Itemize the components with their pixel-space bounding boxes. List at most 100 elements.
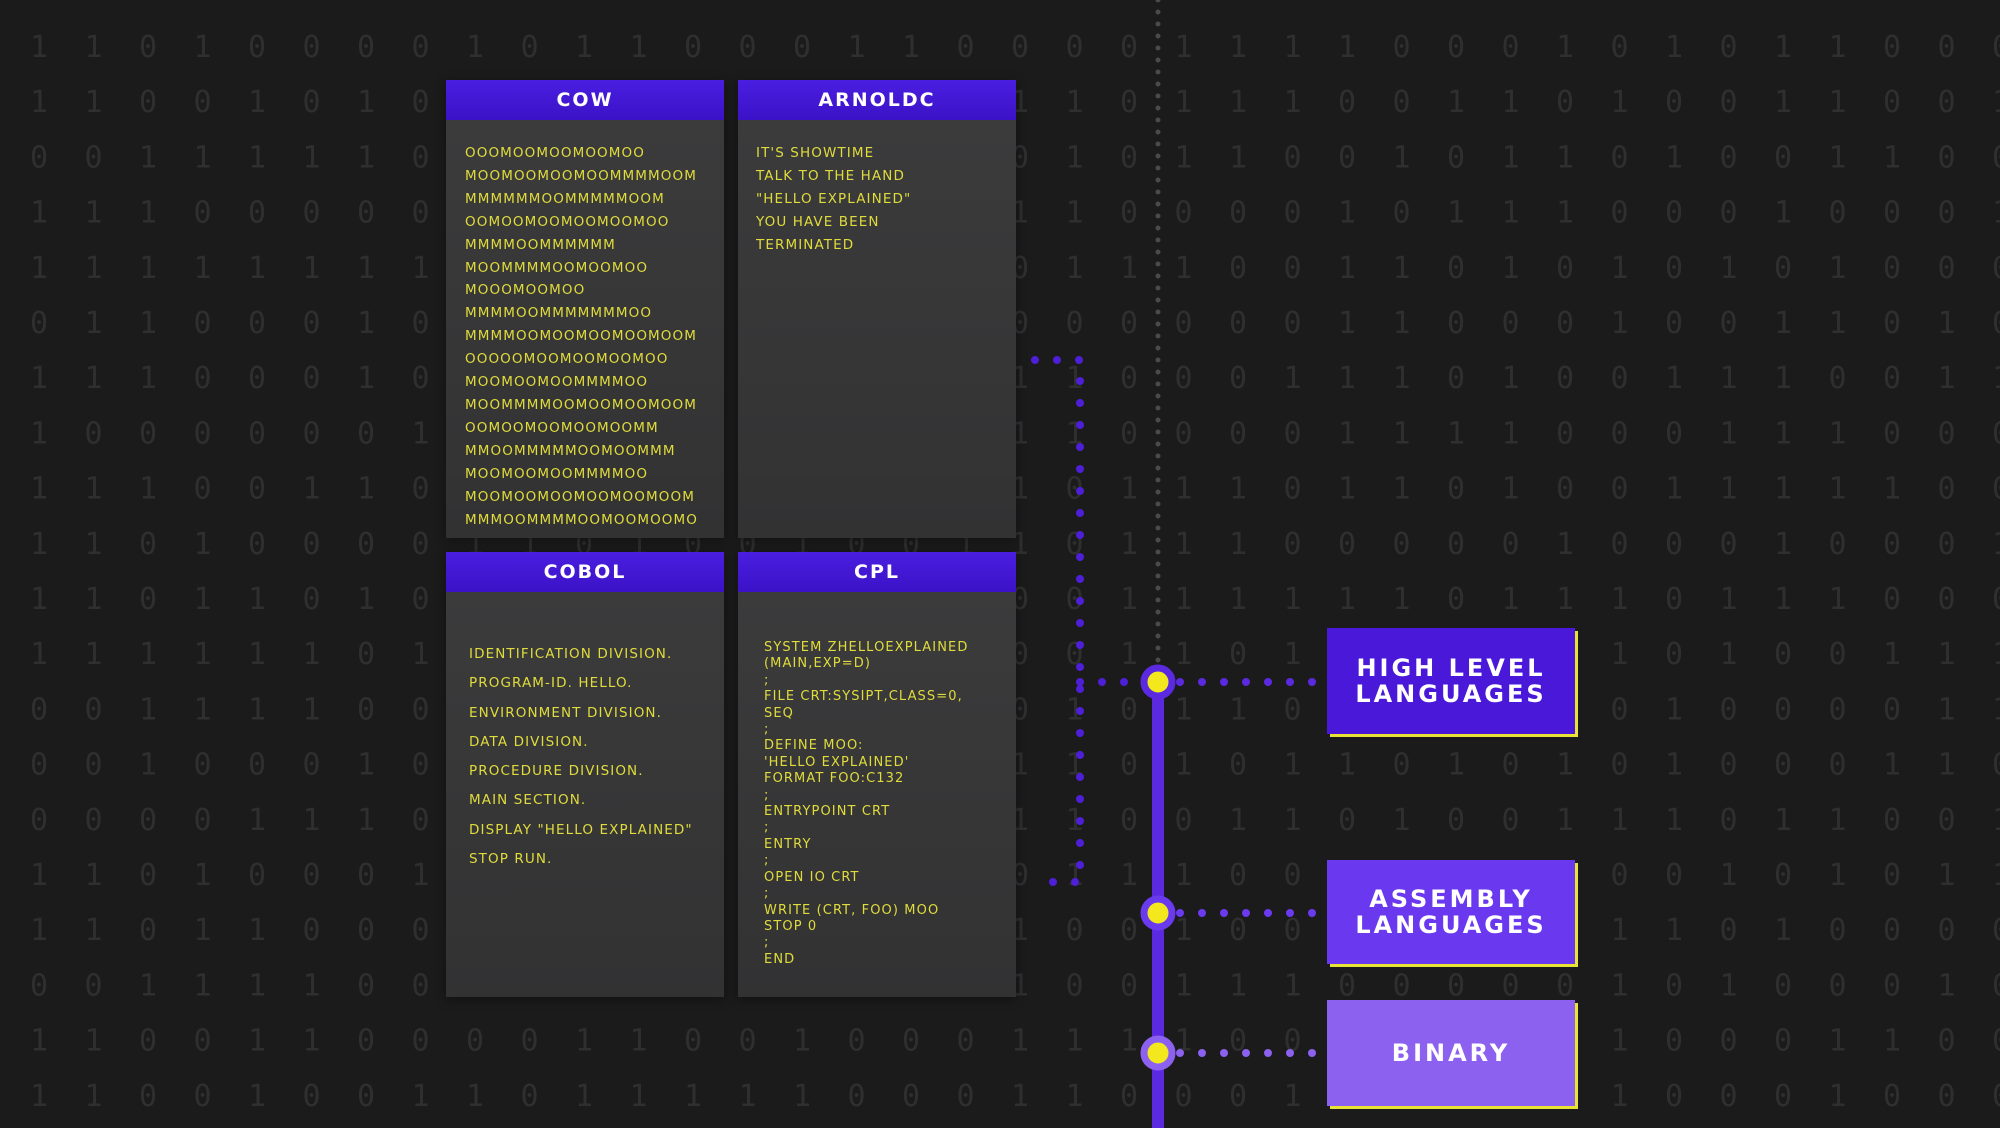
binary-digit: 0 [139,30,157,65]
binary-digit: 1 [412,637,430,672]
binary-digit: 0 [303,416,321,451]
binary-digit: 1 [1393,361,1411,396]
binary-digit: 1 [357,748,375,783]
binary-digit: 0 [139,913,157,948]
binary-digit: 0 [248,527,266,562]
binary-digit: 1 [248,85,266,120]
binary-digit: 0 [194,361,212,396]
binary-digit: 0 [1992,251,2000,286]
binary-digit: 1 [303,140,321,175]
binary-digit: 1 [248,582,266,617]
binary-digit: 0 [357,196,375,231]
binary-digit: 1 [1175,858,1193,893]
cow-code-line: MOOMOOMOOMMMMOO [465,374,649,391]
arnoldc-code-line: TALK TO THE HAND [756,167,905,184]
binary-digit: 1 [30,472,48,507]
binary-digit: 0 [1556,306,1574,341]
binary-digit: 1 [139,968,157,1003]
binary-digit: 0 [1611,30,1629,65]
binary-digit: 0 [1665,858,1683,893]
binary-digit: 1 [1393,251,1411,286]
binary-digit: 0 [412,1024,430,1059]
cow-code-line: OOOOOMOOMOOMOOMOO [465,351,669,368]
binary-digit: 1 [1774,416,1792,451]
binary-digit: 0 [194,1079,212,1114]
binary-digit: 0 [1447,140,1465,175]
binary-digit: 1 [1229,582,1247,617]
binary-digit: 0 [412,968,430,1003]
binary-digit: 1 [1502,361,1520,396]
binary-digit: 0 [357,30,375,65]
binary-digit: 1 [248,140,266,175]
binary-digit: 0 [303,527,321,562]
binary-digit: 1 [1829,472,1847,507]
binary-digit: 0 [684,1024,702,1059]
binary-digit: 0 [248,416,266,451]
binary-digit: 1 [1447,85,1465,120]
binary-digit: 1 [1992,527,2000,562]
binary-digit: 0 [194,472,212,507]
binary-digit: 0 [1938,582,1956,617]
binary-digit: 0 [1720,913,1738,948]
binary-digit: 0 [248,858,266,893]
binary-digit: 1 [1502,85,1520,120]
binary-digit: 0 [1720,803,1738,838]
binary-digit: 0 [194,1024,212,1059]
binary-digit: 0 [1120,968,1138,1003]
binary-digit: 1 [1120,1024,1138,1059]
binary-digit: 0 [1938,30,1956,65]
binary-digit: 0 [85,803,103,838]
binary-digit: 1 [1938,361,1956,396]
binary-digit: 0 [1883,692,1901,727]
binary-digit: 1 [248,803,266,838]
binary-digit: 0 [1829,968,1847,1003]
binary-digit: 0 [1502,748,1520,783]
binary-digit: 0 [1175,416,1193,451]
binary-digit: 1 [357,803,375,838]
binary-digit: 1 [1229,140,1247,175]
binary-digit: 1 [85,472,103,507]
binary-digit: 0 [1720,196,1738,231]
binary-digit: 0 [1447,251,1465,286]
binary-digit: 1 [357,306,375,341]
binary-digit: 0 [1066,30,1084,65]
binary-digit: 1 [793,1079,811,1114]
binary-digit: 1 [1393,416,1411,451]
binary-digit: 1 [85,1079,103,1114]
binary-digit: 0 [1665,196,1683,231]
cow-code-line: MMMMOOMOOMOOMOOMOOM [465,328,697,345]
binary-digit: 0 [1665,1079,1683,1114]
binary-digit: 0 [357,858,375,893]
binary-digit: 1 [1393,140,1411,175]
binary-digit: 0 [1883,251,1901,286]
binary-digit: 0 [1829,196,1847,231]
binary-digit: 1 [1175,85,1193,120]
cpl-code: SYSTEM ZHELLOEXPLAINED(MAIN,EXP=D);FILE … [738,592,1016,968]
binary-digit: 1 [303,637,321,672]
binary-digit: 1 [1992,858,2000,893]
binary-digit: 0 [1774,692,1792,727]
binary-digit: 0 [194,196,212,231]
binary-digit: 0 [1938,416,1956,451]
binary-digit: 1 [1665,913,1683,948]
binary-digit: 0 [1284,913,1302,948]
binary-digit: 1 [1774,472,1792,507]
cow-code-line: MMMMOOMMMMMMMOO [465,305,653,322]
binary-digit: 1 [1720,251,1738,286]
binary-digit: 0 [957,1024,975,1059]
cpl-code-line: ENTRYPOINT CRT [764,804,891,820]
binary-digit: 0 [1120,196,1138,231]
cpl-code-line: WRITE (CRT, FOO) MOO [764,902,940,918]
binary-digit: 0 [1447,527,1465,562]
binary-digit: 1 [1774,361,1792,396]
binary-digit: 1 [139,472,157,507]
binary-digit: 0 [1665,416,1683,451]
cpl-code-line: END [764,951,796,967]
arnoldc-panel-title: ARNOLDC [738,80,1016,120]
cpl-code-line: DEFINE MOO: [764,738,864,754]
cobol-code-line: DISPLAY "HELLO EXPLAINED" [469,821,693,838]
binary-digit: 0 [1829,692,1847,727]
binary-digit: 0 [1284,472,1302,507]
binary-digit: 0 [1992,748,2000,783]
